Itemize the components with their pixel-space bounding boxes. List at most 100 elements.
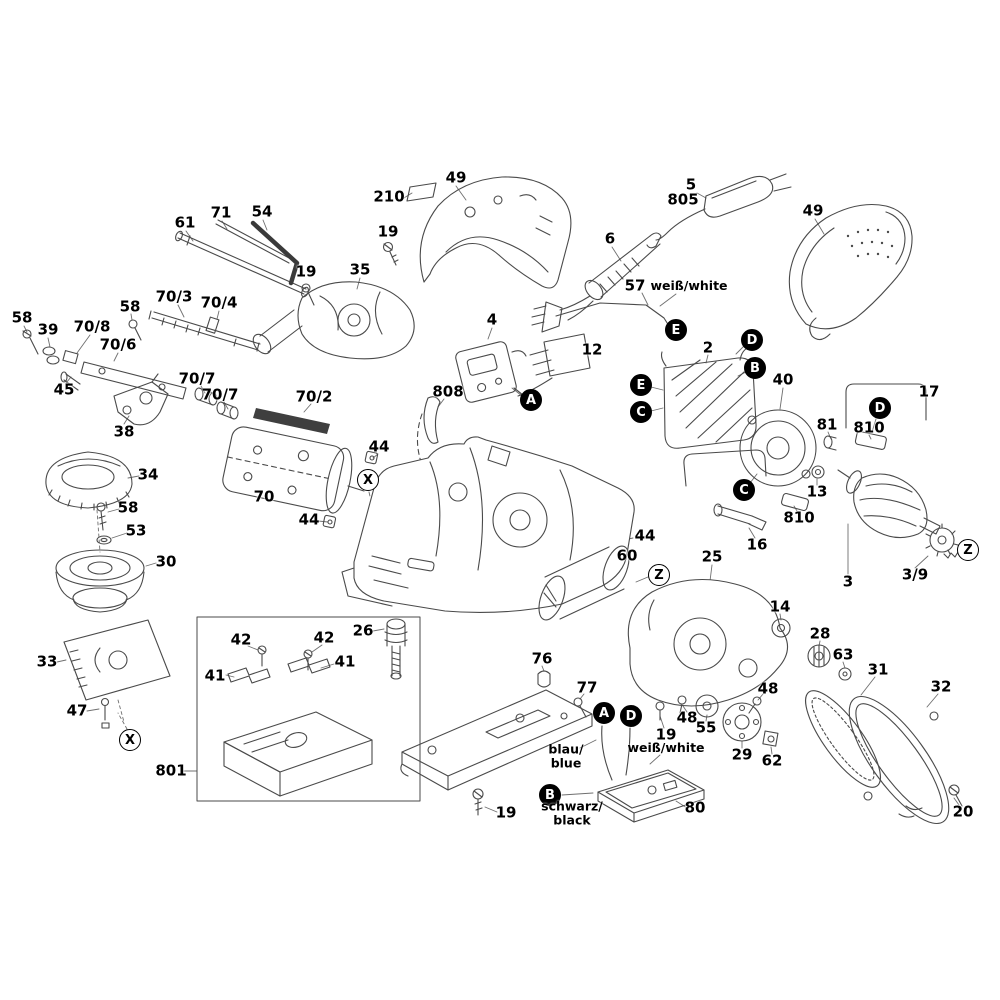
block-70-8 — [62, 350, 79, 365]
part-label: 801 — [155, 761, 187, 780]
rail-70-3 — [148, 310, 261, 352]
connector-810-a — [781, 492, 809, 512]
part-label: 14 — [769, 597, 791, 616]
letter-badge-x: X — [119, 729, 141, 751]
letter-badge-x: X — [357, 469, 379, 491]
part-label: 33 — [36, 652, 58, 671]
screw-19-c — [655, 701, 665, 721]
part-label: 3/9 — [901, 565, 929, 584]
part-label: 70/7 — [178, 369, 216, 388]
pulley-14 — [771, 618, 791, 638]
part-label: 54 — [251, 202, 273, 221]
part-label: 19 — [377, 222, 399, 241]
blade-clip-41-b — [287, 657, 331, 674]
screw-19-sole — [472, 788, 484, 816]
screw-19-top — [382, 241, 399, 266]
bushings-70-7 — [194, 387, 239, 420]
part-label: 13 — [806, 482, 828, 501]
part-label: 25 — [701, 547, 723, 566]
letter-badge-z: Z — [957, 539, 979, 561]
part-label: 4 — [486, 310, 498, 329]
chip-roller-60 — [538, 545, 630, 621]
part-label: 63 — [832, 645, 854, 664]
part-label: 810 — [783, 508, 815, 527]
part-label: 38 — [113, 422, 135, 441]
wire-staple-c — [683, 449, 767, 487]
part-label: 2 — [702, 338, 714, 357]
hex-key-54 — [250, 220, 300, 286]
part-label: 70/4 — [200, 293, 238, 312]
part-label: 70/6 — [99, 335, 137, 354]
part-label: 42 — [313, 628, 335, 647]
bearing-flange-40 — [739, 409, 817, 487]
part-label: 62 — [761, 751, 783, 770]
pcb-module-80 — [597, 725, 705, 823]
bracket-38 — [113, 373, 169, 426]
letter-badge-d: D — [741, 329, 763, 351]
part-label: 29 — [731, 745, 753, 764]
nut-44-a — [364, 450, 379, 465]
depth-post-26 — [384, 618, 408, 680]
part-label: 44 — [298, 510, 320, 529]
blower-housing-35 — [252, 281, 415, 360]
screw-19-blower — [301, 283, 315, 306]
part-label: 42 — [230, 630, 252, 649]
part-label: 80 — [684, 798, 706, 817]
part-label: 39 — [37, 320, 59, 339]
pin-45 — [60, 371, 81, 391]
part-label: 71 — [210, 203, 232, 222]
part-label: 808 — [432, 382, 464, 401]
power-plug-5-805 — [655, 173, 792, 241]
magnet-bar-70-2 — [253, 408, 330, 434]
pulley-29 — [722, 702, 762, 742]
shoe-housing — [223, 711, 373, 797]
front-cover-49 — [419, 176, 572, 289]
screw-58-left — [22, 329, 39, 355]
part-label: 58 — [11, 308, 33, 327]
letter-badge-d: D — [620, 705, 642, 727]
part-label: 16 — [746, 535, 768, 554]
part-label: 40 — [772, 370, 794, 389]
wire-color-note: weiß/white — [627, 739, 705, 755]
part-label: 26 — [352, 621, 374, 640]
part-label: 32 — [930, 677, 952, 696]
motor-housing-70 — [222, 426, 365, 514]
part-label: 5 — [685, 175, 697, 194]
letter-badge-e: E — [665, 319, 687, 341]
nut-44-b — [322, 514, 337, 529]
screw-20 — [948, 784, 963, 807]
part-label: 70/2 — [295, 387, 333, 406]
part-label: 20 — [952, 802, 974, 821]
part-label: 810 — [853, 418, 885, 437]
part-label: 41 — [204, 666, 226, 685]
terminal-16 — [713, 503, 767, 531]
part-label: 30 — [155, 552, 177, 571]
part-label: 55 — [695, 718, 717, 737]
side-cover-25 — [627, 578, 789, 707]
letter-badge-b: B — [744, 357, 766, 379]
wire-color-note: weiß/white — [650, 277, 728, 293]
part-label: 58 — [119, 297, 141, 316]
cord-guard-6 — [531, 232, 662, 333]
part-label: 70/3 — [155, 287, 193, 306]
knob-34 — [45, 451, 133, 511]
main-handle-49 — [788, 203, 913, 341]
part-label: 12 — [581, 340, 603, 359]
washer-13 — [811, 465, 825, 479]
letter-badge-c: C — [630, 401, 652, 423]
letter-badge-a: A — [520, 389, 542, 411]
screw-47 — [100, 697, 110, 729]
part-label: 76 — [531, 649, 553, 668]
part-label: 61 — [174, 213, 196, 232]
part-label: 70/8 — [73, 317, 111, 336]
part-label: 44 — [634, 526, 656, 545]
part-label: 41 — [334, 652, 356, 671]
letter-badge-a: A — [593, 702, 615, 724]
screw-58-rail — [128, 319, 142, 341]
part-label: 70/7 — [201, 385, 239, 404]
wire-color-note: schwarz/ black — [541, 798, 603, 828]
part-label: 48 — [757, 679, 779, 698]
part-label: 19 — [655, 725, 677, 744]
spring-clip-808 — [416, 396, 441, 471]
